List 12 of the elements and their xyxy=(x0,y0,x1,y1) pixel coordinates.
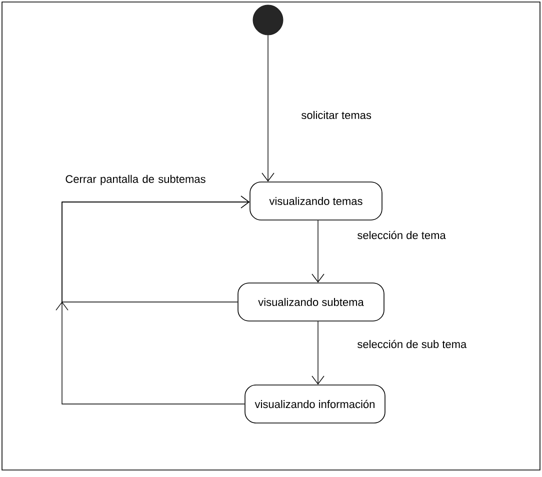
arrow xyxy=(262,34,274,182)
edge-label: selección de sub tema xyxy=(358,340,467,348)
arrow xyxy=(312,220,324,283)
edge-label: selección de tema xyxy=(358,230,446,240)
initial-state-dot xyxy=(252,4,284,36)
state-box: visualizando subtema xyxy=(238,282,384,322)
edge-label: solicitar temas xyxy=(302,110,372,120)
edge-label: Cerrar pantalla de subtemas xyxy=(66,174,206,186)
arrow xyxy=(56,196,250,311)
state-box: visualizando información xyxy=(244,384,386,424)
state-box: visualizando temas xyxy=(250,182,382,220)
arrow xyxy=(312,321,324,385)
